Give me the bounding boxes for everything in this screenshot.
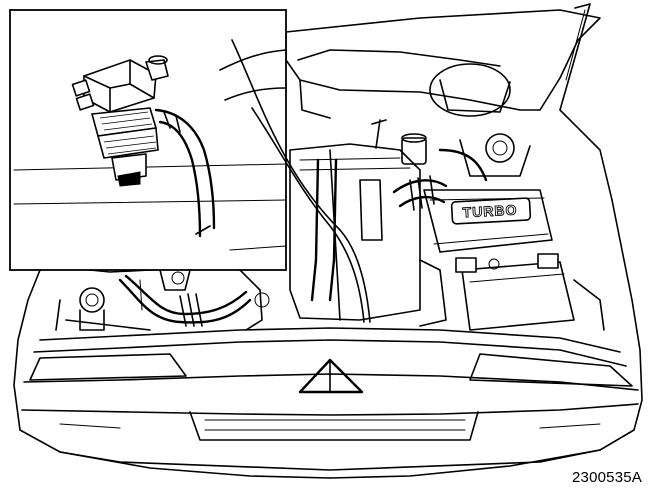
left-engine-bay <box>39 267 270 331</box>
leader-lines <box>231 39 371 323</box>
engine-block <box>285 31 605 331</box>
valve-component <box>71 55 216 238</box>
figure-reference-code: 2300535A <box>571 469 642 486</box>
turbo-badge: TURBO <box>462 202 518 221</box>
open-hood <box>285 3 613 201</box>
car-front-body <box>13 199 643 479</box>
